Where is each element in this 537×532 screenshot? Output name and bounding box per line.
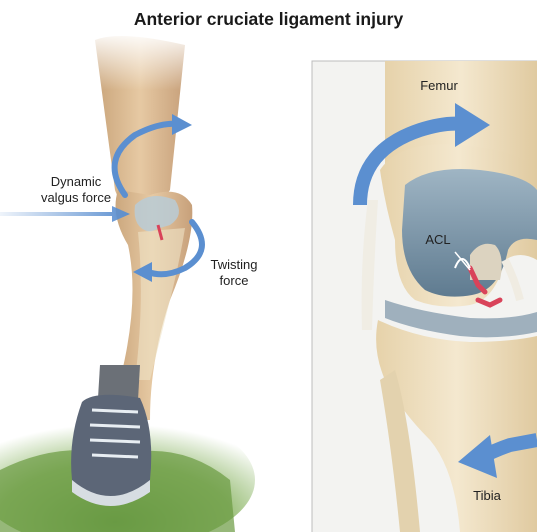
acl-label: ACL [420, 232, 456, 248]
dynamic-valgus-line1: Dynamic [26, 174, 126, 190]
leg [80, 30, 200, 420]
dynamic-valgus-arrow [0, 206, 130, 222]
dynamic-valgus-line2: valgus force [26, 190, 126, 206]
twisting-line2: force [198, 273, 270, 289]
shoe [71, 395, 151, 506]
dynamic-valgus-label: Dynamic valgus force [26, 174, 126, 206]
twisting-line1: Twisting [198, 257, 270, 273]
femur-label: Femur [414, 78, 464, 94]
twisting-force-label: Twisting force [198, 257, 270, 289]
tibia-label: Tibia [465, 488, 509, 504]
